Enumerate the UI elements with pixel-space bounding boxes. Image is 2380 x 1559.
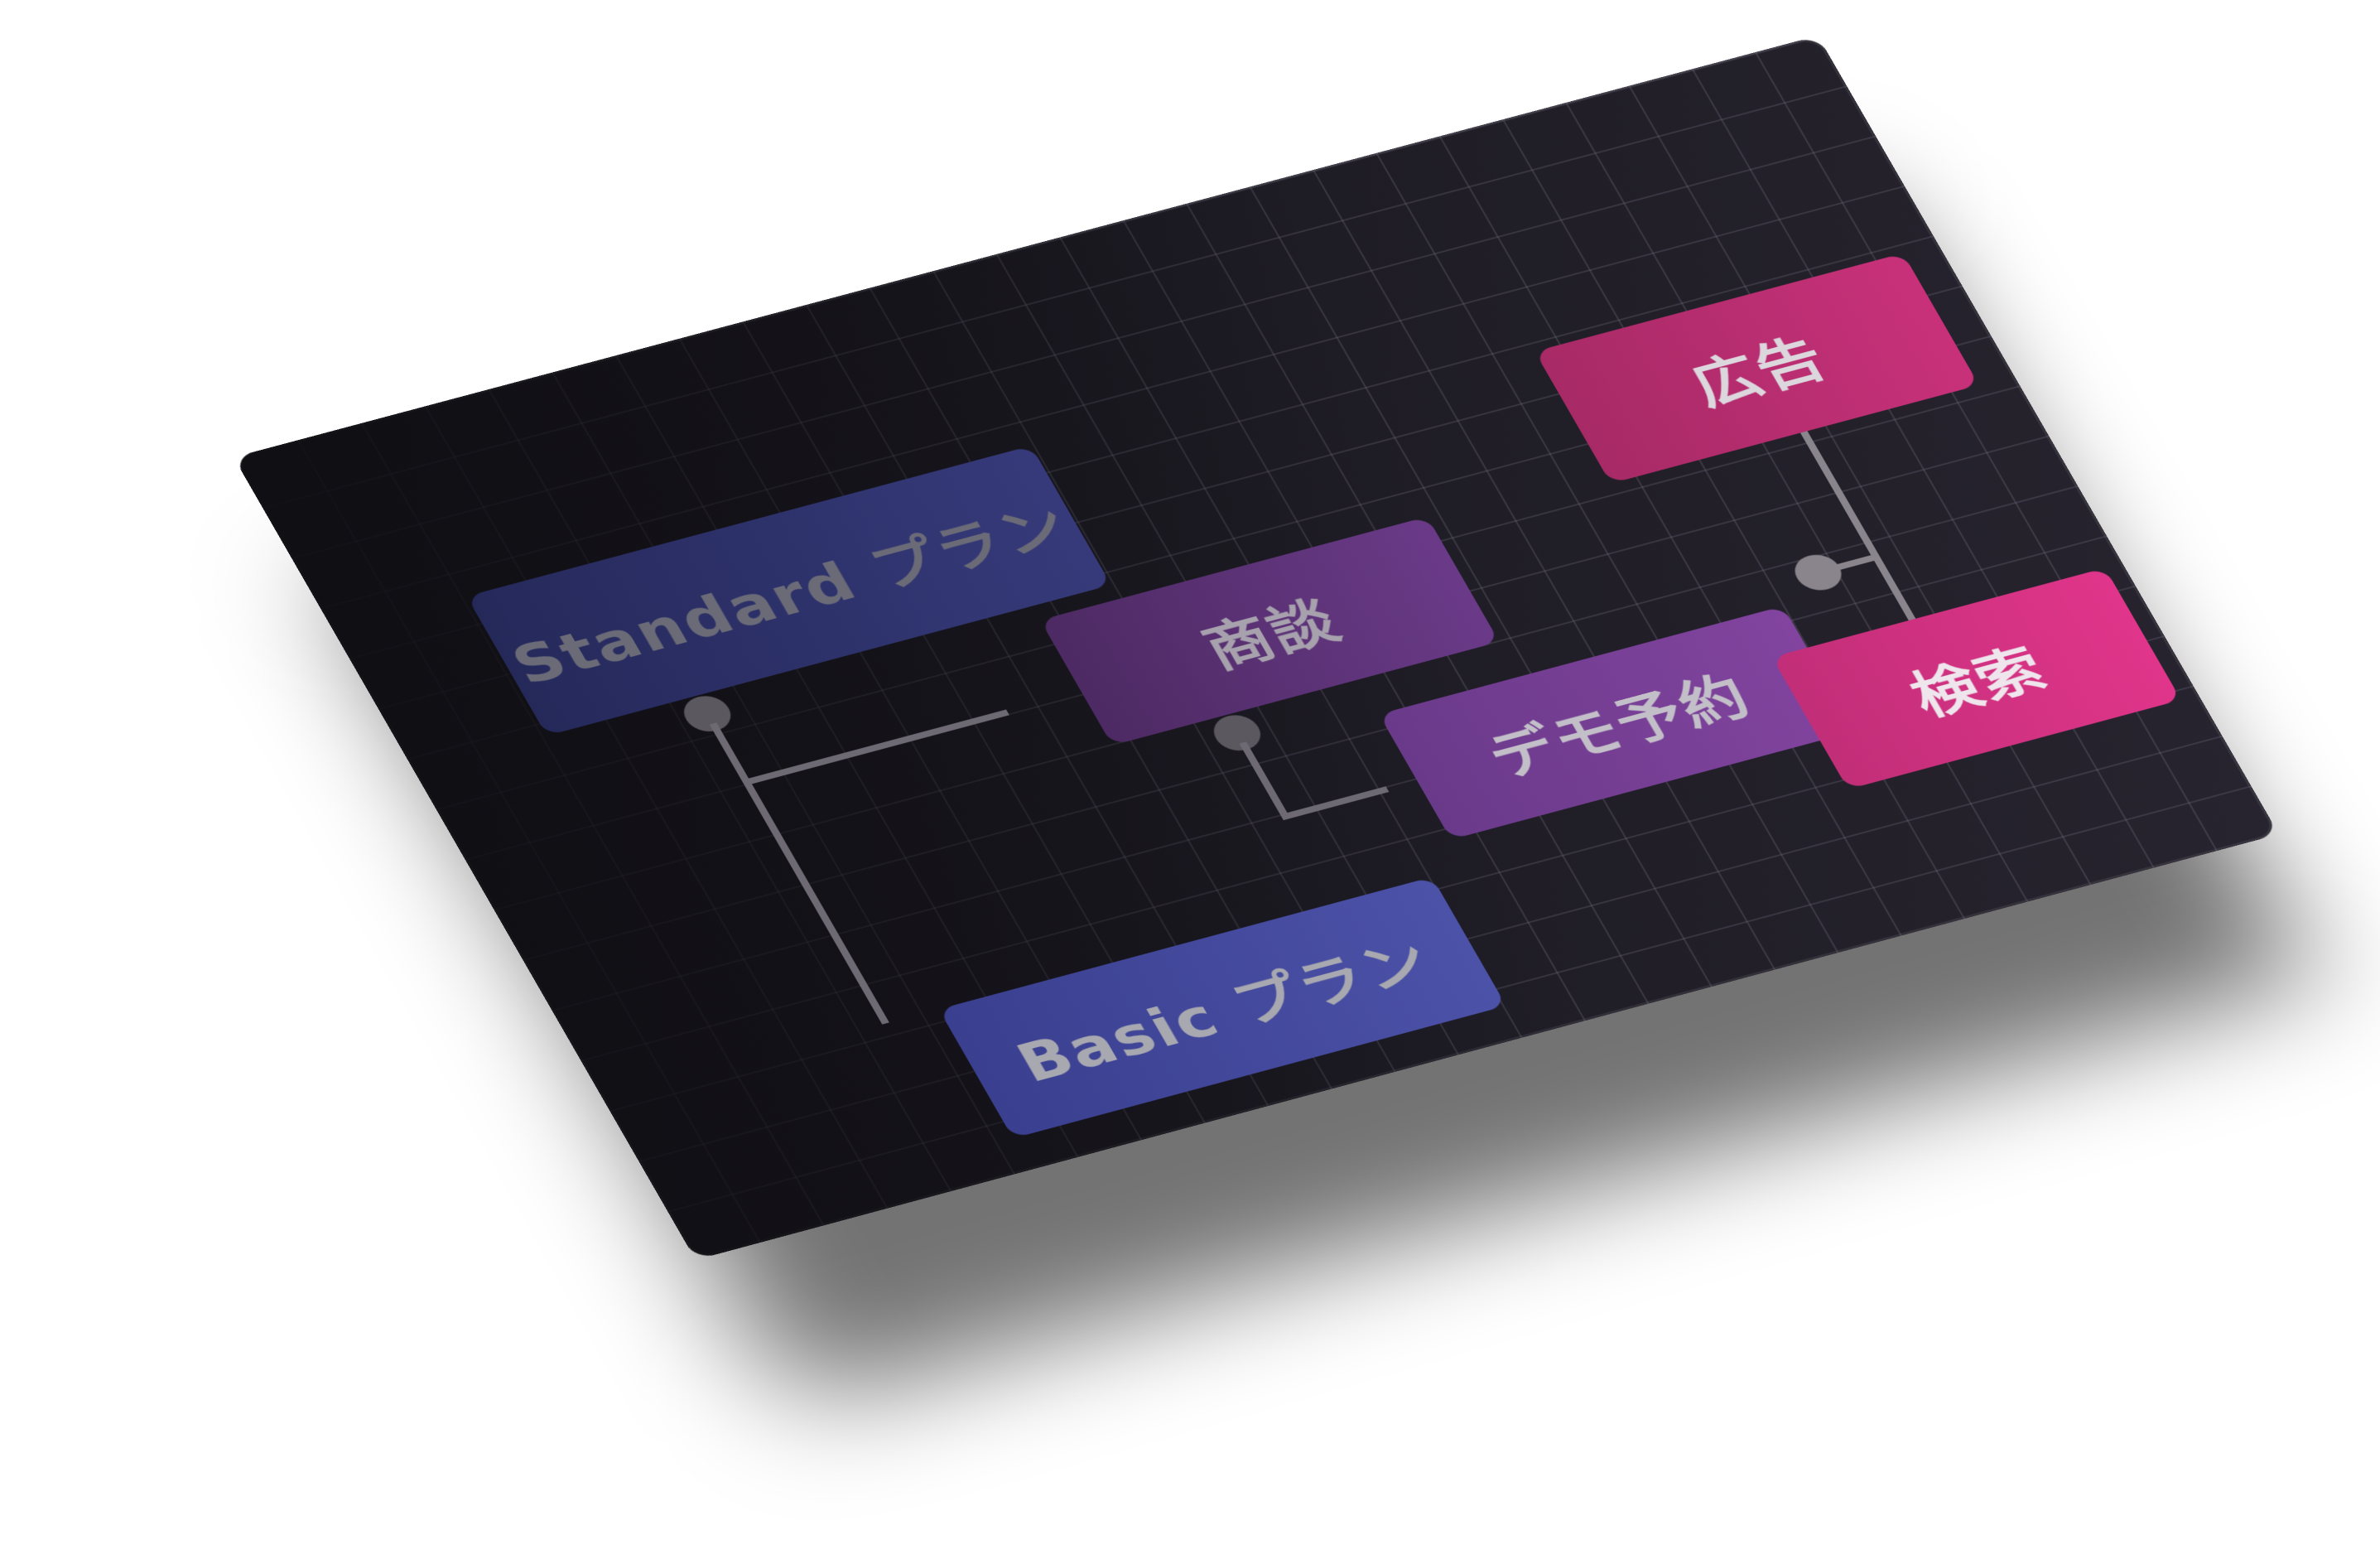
flow-diagram-board: Standard プラン 商談 デモ予約 Basic プラン 広告 検索 bbox=[234, 36, 2279, 1260]
node-shodan-label: 商談 bbox=[1192, 589, 1352, 681]
node-search-label: 検索 bbox=[1899, 636, 2059, 728]
node-advertising-label: 広告 bbox=[1679, 326, 1839, 418]
